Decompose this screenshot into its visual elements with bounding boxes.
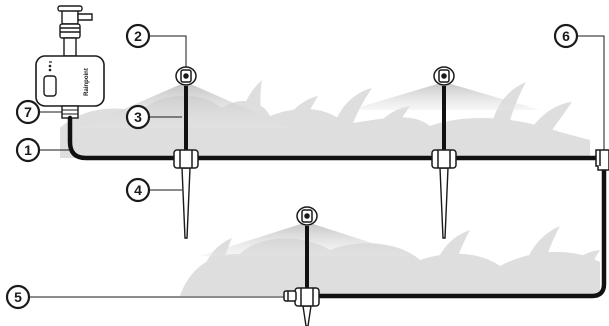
faucet <box>57 5 93 57</box>
callout-5: 5 <box>5 284 31 310</box>
elbow-fitting <box>595 149 609 171</box>
callout-7: 7 <box>15 99 41 125</box>
end-plug <box>283 290 297 302</box>
water-timer: Rainpoint <box>35 55 105 119</box>
callout-5-number: 5 <box>14 289 22 305</box>
stake-2 <box>439 167 449 239</box>
main-tubing <box>67 115 607 299</box>
tubing-return-line <box>317 165 607 299</box>
sprinkler-heads <box>175 66 455 226</box>
tee-fitting-1 <box>173 149 199 169</box>
callout-7-number: 7 <box>24 104 32 120</box>
callout-2-number: 2 <box>134 28 142 44</box>
tee-fitting-3 <box>294 287 320 307</box>
callout-3-number: 3 <box>134 109 142 125</box>
timer-brand-text: Rainpoint <box>84 68 90 96</box>
callout-1-number: 1 <box>24 142 32 158</box>
callout-2: 2 <box>125 23 151 49</box>
tee-fittings <box>173 149 609 307</box>
stake-1 <box>181 167 191 239</box>
sprinkler-head-3 <box>296 206 318 226</box>
callout-1: 1 <box>15 137 41 163</box>
risers <box>184 86 446 288</box>
stake-3 <box>302 305 312 326</box>
sprinkler-head-1 <box>175 66 197 86</box>
plant-silhouettes-lower <box>180 226 600 296</box>
tee-fitting-2 <box>431 149 457 169</box>
callout-4-number: 4 <box>134 182 142 198</box>
callout-6: 6 <box>553 23 579 49</box>
sprinkler-head-2 <box>433 66 455 86</box>
callout-leaders <box>30 35 605 298</box>
callout-3: 3 <box>125 104 151 130</box>
tubing-supply-line <box>67 115 177 161</box>
callout-6-number: 6 <box>562 28 570 44</box>
callout-4: 4 <box>125 177 151 203</box>
